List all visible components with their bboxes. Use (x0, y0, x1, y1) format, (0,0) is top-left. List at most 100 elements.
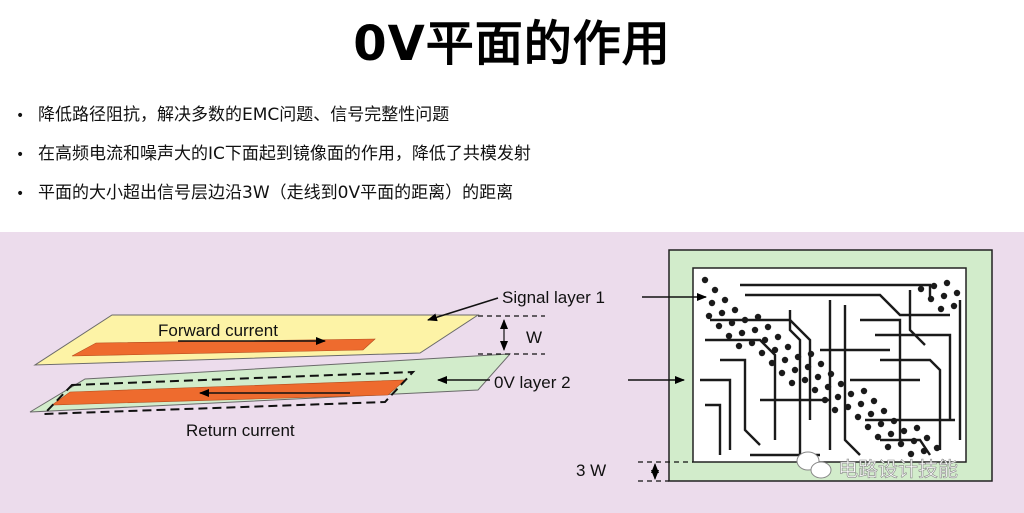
pcb-pad (701, 276, 709, 284)
pcb-pad (844, 403, 852, 411)
pcb-pad (708, 299, 716, 307)
pcb-pad (943, 279, 951, 287)
pcb-pad (814, 373, 822, 381)
pcb-pad (741, 316, 749, 324)
pcb-pad (897, 440, 905, 448)
pcb-pad (900, 427, 908, 435)
pcb-pad (794, 353, 802, 361)
pcb-pad (917, 285, 925, 293)
pcb-pad (811, 386, 819, 394)
pcb-pad (950, 302, 958, 310)
pcb-pad (791, 366, 799, 374)
pcb-pad (933, 444, 941, 452)
pcb-pad (725, 332, 733, 340)
pcb-pad (807, 350, 815, 358)
pcb-trace (745, 293, 950, 317)
pcb-pad (854, 413, 862, 421)
pcb-pad (867, 410, 875, 418)
pcb-pad (860, 387, 868, 395)
pcb-pad (834, 393, 842, 401)
pcb-pad (764, 323, 772, 331)
signal-layer-label: Signal layer 1 (502, 288, 605, 307)
bullet-item: • 在高频电流和噪声大的IC下面起到镜像面的作用，降低了共模发射 (16, 135, 531, 174)
bullet-item: • 平面的大小超出信号层边沿3W（走线到0V平面的距离）的距离 (16, 174, 531, 213)
bullet-dot: • (16, 147, 25, 163)
pcb-pad (718, 309, 726, 317)
pcb-pad (920, 447, 928, 455)
pcb-pad (940, 292, 948, 300)
pcb-trace (875, 333, 952, 420)
pcb-pad (751, 326, 759, 334)
pcb-trace (705, 403, 722, 455)
pcb-pad (738, 329, 746, 337)
pcb-pad (804, 363, 812, 371)
bullet-item: • 降低路径阻抗，解决多数的EMC问题、信号完整性问题 (16, 96, 531, 135)
pcb-trace (700, 378, 732, 450)
pcb-pad (821, 396, 829, 404)
pcb-pad (874, 433, 882, 441)
pcb-pad (788, 379, 796, 387)
pcb-illustration: 3 W (576, 249, 993, 482)
forward-current-label: Forward current (158, 321, 278, 340)
watermark-text: 电路设计技能 (838, 457, 958, 481)
pcb-trace (705, 338, 777, 440)
pcb-pad (953, 289, 961, 297)
pcb-pad (864, 423, 872, 431)
pcb-pad (728, 319, 736, 327)
pcb-pad (870, 397, 878, 405)
bullet-text: 在高频电流和噪声大的IC下面起到镜像面的作用，降低了共模发射 (38, 144, 531, 164)
bullet-dot: • (16, 186, 25, 202)
pcb-pad (721, 296, 729, 304)
pcb-trace (710, 318, 812, 420)
pcb-pad (768, 359, 776, 367)
pcb-pad (930, 282, 938, 290)
pcb-trace (908, 290, 926, 346)
pcb-pad (774, 333, 782, 341)
return-current-label: Return current (186, 421, 295, 440)
bullet-list: • 降低路径阻抗，解决多数的EMC问题、信号完整性问题 • 在高频电流和噪声大的IC… (16, 96, 531, 213)
pcb-trace (720, 358, 761, 446)
pcb-traces (700, 276, 962, 458)
pcb-trace (788, 310, 802, 455)
return-current-dashed-outline (41, 370, 416, 416)
pcb-pad (927, 295, 935, 303)
pcb-pad (748, 339, 756, 347)
pcb-pad (824, 383, 832, 391)
watermark: 电路设计技能 (796, 451, 958, 481)
pcb-pad (907, 450, 915, 458)
pcb-pad (781, 356, 789, 364)
bullet-dot: • (16, 108, 25, 124)
pcb-pad (731, 306, 739, 314)
pcb-pad (890, 417, 898, 425)
bullet-text: 平面的大小超出信号层边沿3W（走线到0V平面的距离）的距离 (38, 183, 514, 203)
pcb-pad (784, 343, 792, 351)
page-title: 0V平面的作用 (353, 16, 671, 72)
pcb-pad (754, 313, 762, 321)
signal-layer-pointer (427, 297, 499, 322)
pcb-pad (857, 400, 865, 408)
pcb-pad (771, 346, 779, 354)
pcb-pad (778, 369, 786, 377)
ground-layer-label: 0V layer 2 (494, 373, 571, 392)
wechat-icon (796, 451, 832, 479)
pcb-pad (715, 322, 723, 330)
pcb-pad (758, 349, 766, 357)
pcb-pad (827, 370, 835, 378)
pcb-pad (705, 312, 713, 320)
pcb-pad (880, 407, 888, 415)
pcb-trace (740, 283, 932, 300)
margin-3w-label: 3 W (576, 461, 606, 480)
pcb-pad (913, 424, 921, 432)
pcb-pad (937, 305, 945, 313)
pcb-pad (801, 376, 809, 384)
pcb-pad (817, 360, 825, 368)
pcb-pad (761, 336, 769, 344)
pcb-pad (887, 430, 895, 438)
bullet-text: 降低路径阻抗，解决多数的EMC问题、信号完整性问题 (38, 105, 450, 125)
spacing-w-label: W (526, 328, 542, 347)
pcb-pad (877, 420, 885, 428)
pcb-pad (831, 406, 839, 414)
pcb-pad (735, 342, 743, 350)
pcb-trace (880, 358, 942, 450)
